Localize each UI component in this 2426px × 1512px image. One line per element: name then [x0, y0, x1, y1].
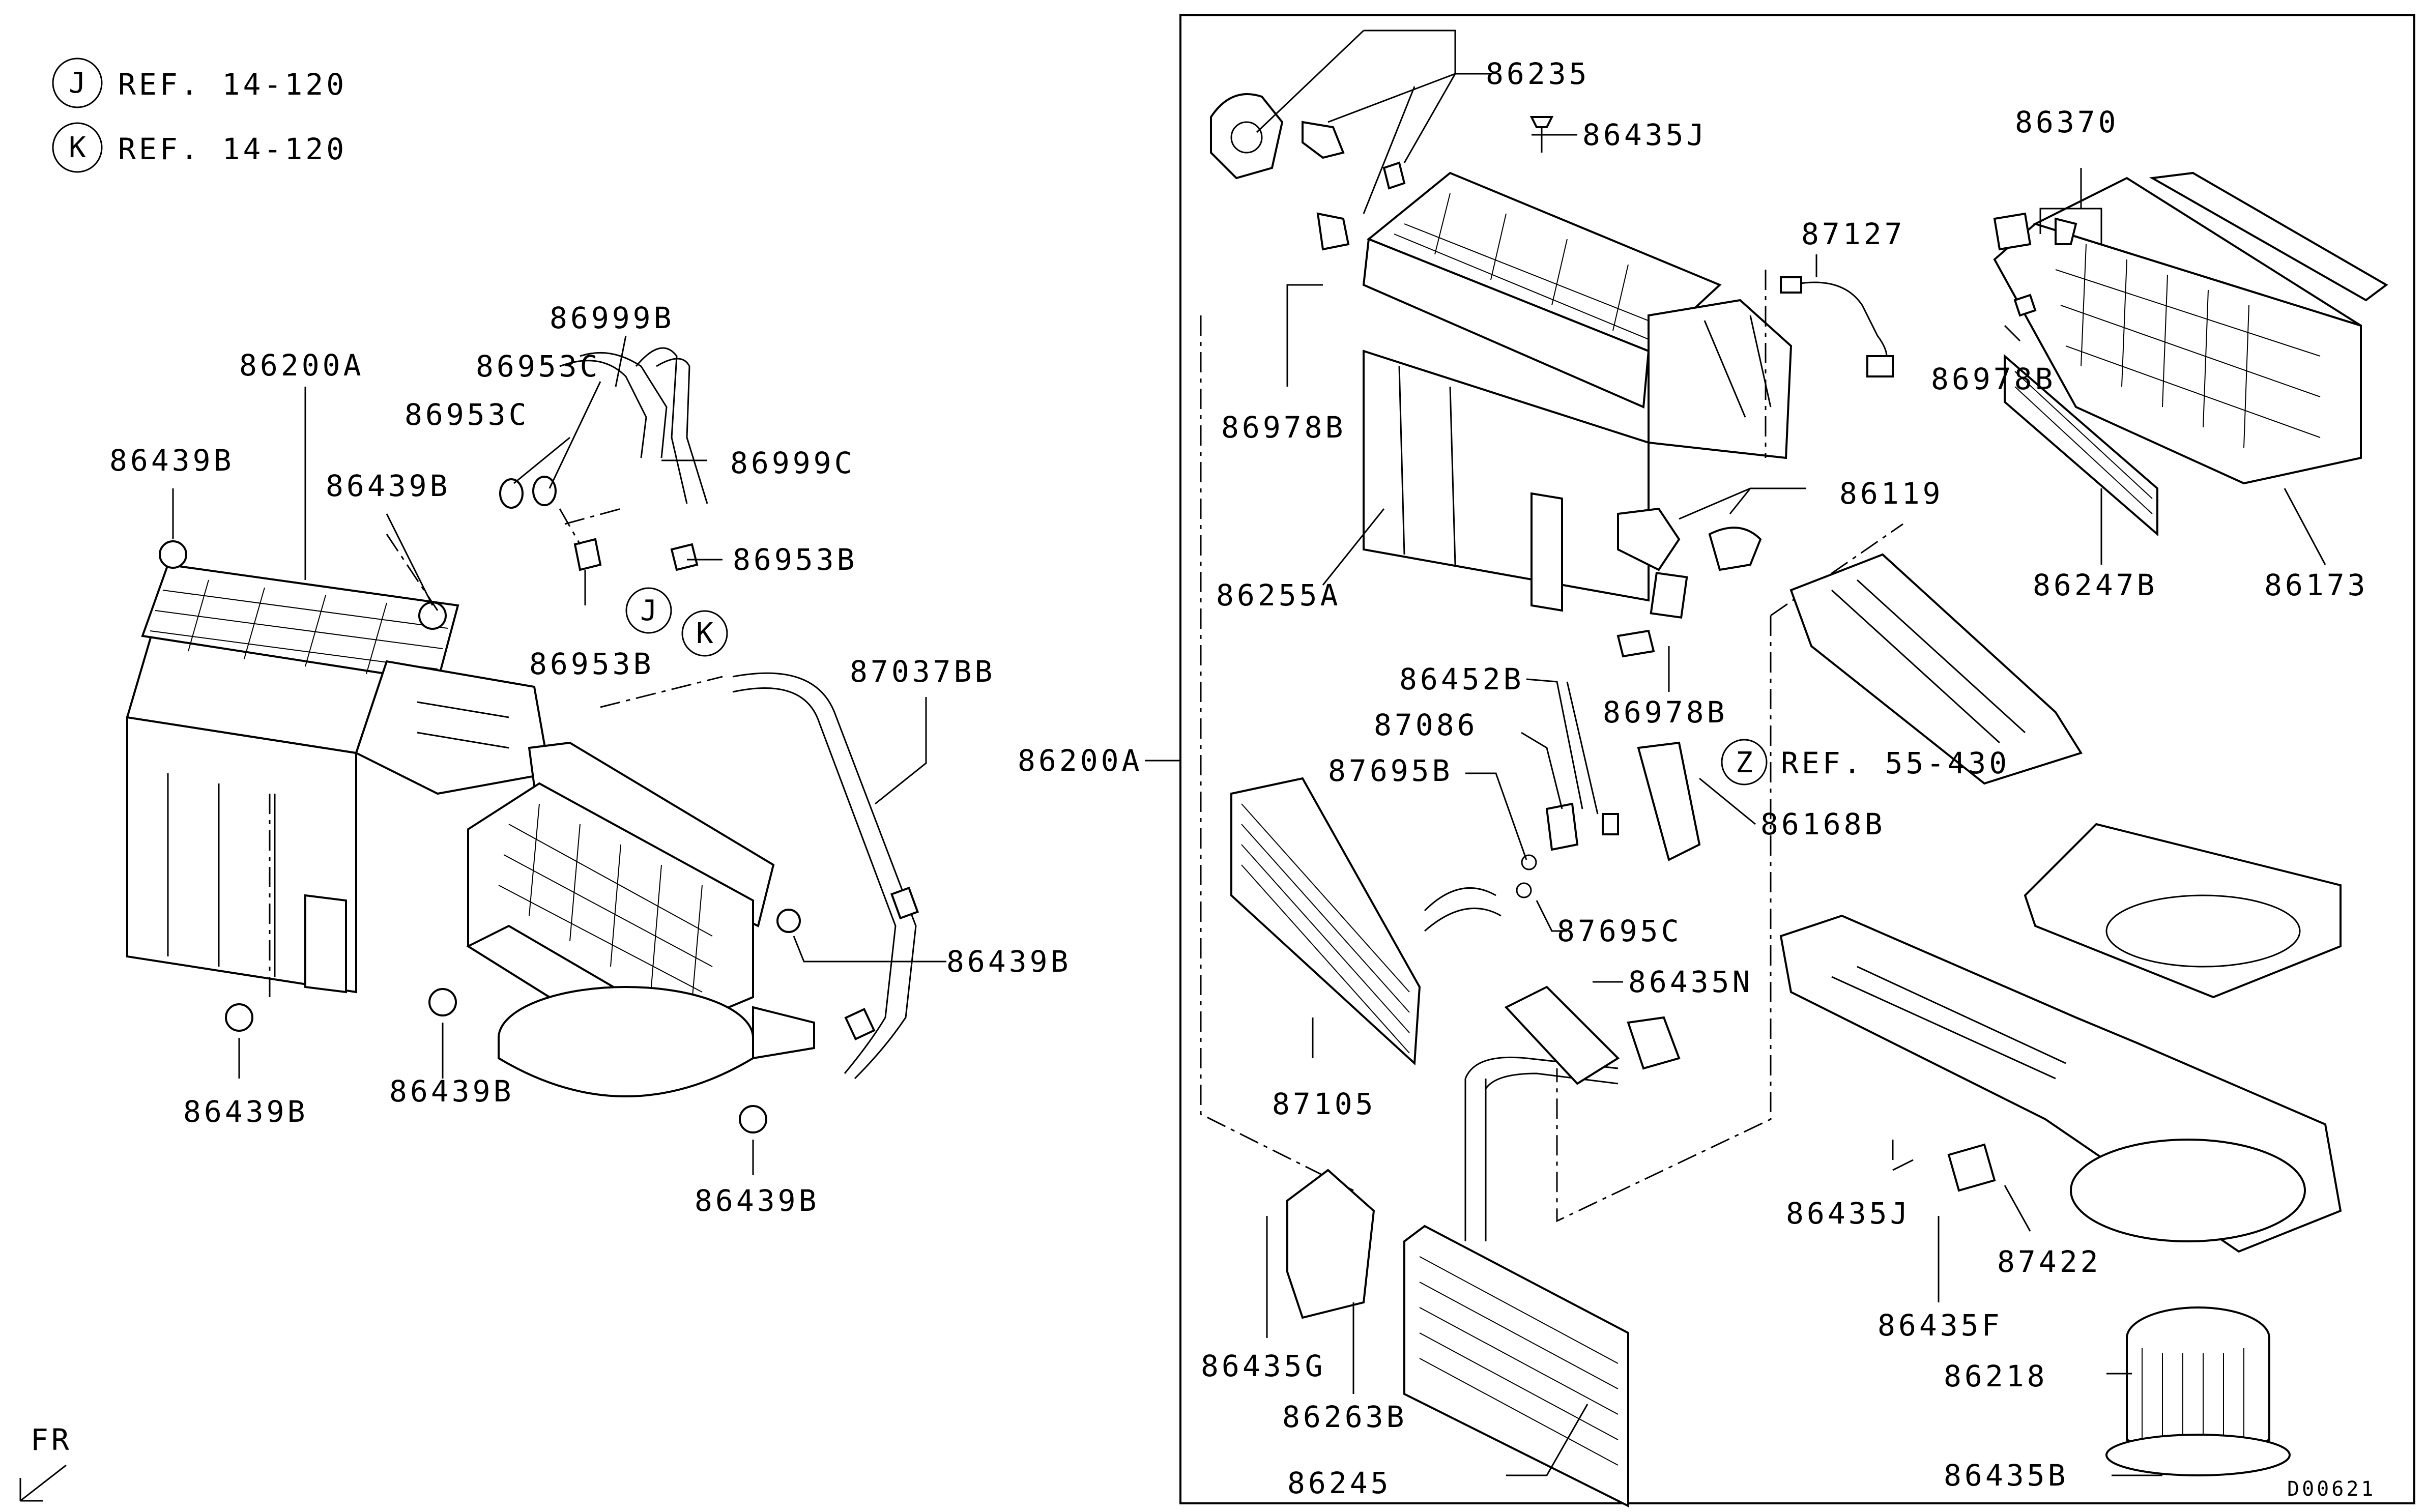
screw-top: [1529, 116, 1554, 153]
exploded-view-frame: [1179, 14, 2415, 1504]
filter-element: [2004, 354, 2158, 537]
svg-text:K: K: [696, 617, 713, 650]
right-exploded-parts: Z: [1200, 30, 2388, 1508]
left-dash: [269, 508, 723, 1002]
label-86452B: 86452B: [1399, 662, 1524, 696]
filter-gasket: [2149, 171, 2388, 302]
side-duct: [1648, 299, 1793, 459]
label-86953B: 86953B: [529, 647, 654, 681]
blower-filter-grid: [498, 803, 713, 1003]
label-86200A: 86200A: [1018, 743, 1143, 778]
diagram-code: D00621: [2287, 1477, 2376, 1501]
reference-circle-icon: [52, 122, 103, 173]
left-leaders: [172, 335, 946, 1175]
label-86435G: 86435G: [1201, 1349, 1326, 1383]
z-ref-mark: Z: [1736, 746, 1753, 779]
label-86370: 86370: [2015, 105, 2119, 139]
reference-circle-icon: [1721, 739, 1768, 786]
front-direction-arrow-icon: FR: [19, 1422, 72, 1502]
ref-mark: K: [69, 131, 86, 164]
label-86435J: 86435J: [1786, 1196, 1911, 1231]
label-86200A: 86200A: [239, 348, 364, 383]
label-86439B: 86439B: [389, 1074, 514, 1109]
blower-bowl: [2070, 1139, 2306, 1242]
heater-case: [1363, 350, 1650, 602]
blower-bowl-bottom: [498, 1038, 754, 1097]
left-hvac-assembly: J K: [126, 335, 946, 1175]
label-86263B: 86263B: [1282, 1400, 1407, 1434]
label-86435F: 86435F: [1878, 1308, 2003, 1343]
label-86439B: 86439B: [946, 944, 1072, 979]
label-86978B: 86978B: [1221, 410, 1346, 445]
label-86245: 86245: [1287, 1466, 1392, 1500]
label-86435N: 86435N: [1628, 965, 1753, 999]
label-86439B: 86439B: [695, 1183, 820, 1218]
label-86999C: 86999C: [730, 446, 855, 480]
label-86218: 86218: [1944, 1359, 2048, 1393]
label-86999B: 86999B: [550, 301, 675, 335]
label-86978B: 86978B: [1603, 695, 1728, 730]
evaporator: [1230, 777, 1421, 1066]
connector-duct: [355, 660, 551, 795]
right-leaders: [1266, 134, 2326, 1476]
ref-text: REF. 14-120: [118, 67, 347, 102]
label-86439B: 86439B: [109, 443, 235, 478]
z-ref-text: REF. 55-430: [1781, 746, 2010, 780]
label-86953C: 86953C: [405, 397, 530, 432]
label-86247B: 86247B: [2033, 568, 2158, 602]
label-87695B: 87695B: [1328, 753, 1453, 788]
ref-k-inline: K: [681, 610, 728, 657]
label-86978B: 86978B: [1931, 362, 2056, 396]
label-86119: 86119: [1839, 476, 1944, 511]
ref-text: REF. 14-120: [118, 132, 347, 166]
svg-text:J: J: [640, 594, 657, 627]
label-87695C: 87695C: [1557, 914, 1682, 948]
right-labels: 86235 86435J 87127 86370 86978B 86978B 8…: [1201, 56, 2376, 1501]
nuts: [159, 540, 801, 1133]
label-86435J: 86435J: [1582, 118, 1708, 152]
actuator: [1210, 93, 1284, 180]
label-87127: 87127: [1801, 217, 1905, 251]
top-grill-grid: [150, 579, 448, 675]
label-86953C: 86953C: [476, 349, 601, 384]
heater-core: [1403, 1225, 1629, 1508]
label-87037BB: 87037BB: [850, 654, 995, 689]
left-labels: 86200A 86439B 86439B 86999B 86953C 86953…: [109, 301, 1072, 1218]
direction-label: FR: [31, 1422, 72, 1457]
lower-duct: [1789, 553, 2083, 785]
label-86439B: 86439B: [326, 469, 451, 503]
ref-mark: J: [69, 67, 86, 100]
label-86435B: 86435B: [1944, 1458, 2069, 1493]
label-86173: 86173: [2264, 568, 2369, 602]
top-grill: [141, 563, 459, 683]
label-87086: 87086: [1374, 708, 1478, 742]
ref-j-inline: J: [625, 587, 672, 634]
reference-circle-icon: [52, 57, 103, 108]
label-87105: 87105: [1272, 1087, 1376, 1121]
label-86439B: 86439B: [183, 1094, 308, 1129]
label-86235: 86235: [1486, 56, 1590, 91]
ref-k: K REF. 14-120: [52, 122, 347, 173]
label-86168B: 86168B: [1760, 807, 1886, 841]
ref-j: J REF. 14-120: [52, 57, 347, 108]
label-86953B: 86953B: [733, 542, 858, 577]
label-86255A: 86255A: [1216, 578, 1341, 613]
blower-lower-frame: [2024, 823, 2342, 999]
reference-circle-icon: [625, 587, 672, 634]
reference-circle-icon: [681, 610, 728, 657]
label-87422: 87422: [1997, 1244, 2101, 1279]
